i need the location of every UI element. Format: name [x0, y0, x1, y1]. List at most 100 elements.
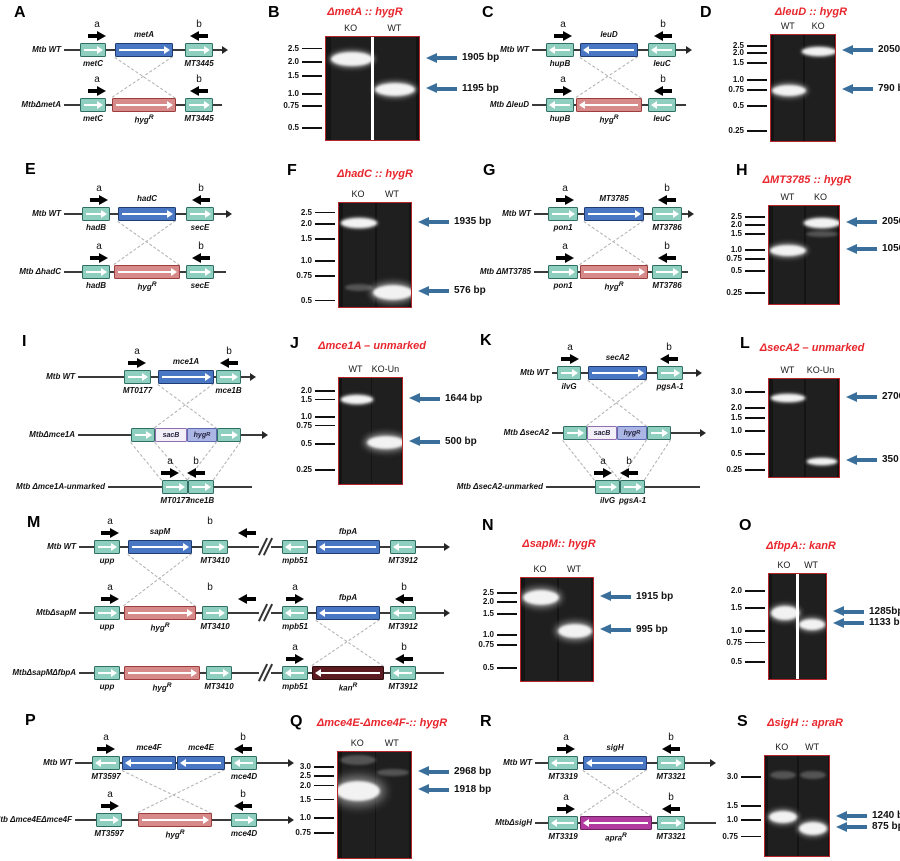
primer-letter: b: [240, 732, 246, 743]
band-size-label: 995 bp: [636, 623, 668, 635]
ladder-label: 2.0: [300, 386, 312, 396]
panel-letter-J: J: [290, 335, 299, 352]
gene-MT3597: [92, 756, 120, 770]
band-arrow-icon: [833, 617, 864, 629]
gene-arrowhead-icon: [179, 483, 185, 491]
gene-arrow-icon: [142, 819, 203, 821]
ladder-label: 2.0: [730, 403, 742, 412]
gene-arrowhead-icon: [248, 816, 254, 824]
strain-label: Mtb ΔsecA2: [503, 428, 549, 437]
ladder-tick-icon: [741, 776, 761, 779]
gene-arrow-icon: [599, 486, 611, 488]
gene-flank: [131, 428, 155, 442]
gel-lane: [341, 752, 375, 858]
gel-lane: [372, 378, 401, 484]
ladder-label: 0.75: [728, 85, 744, 95]
lane-label: KO: [814, 192, 828, 202]
strain-label: Mtb Δmce1A-unmarked: [16, 482, 105, 491]
primer-letter: a: [96, 183, 102, 194]
gene-arrow-icon: [162, 376, 205, 378]
gene-arrow-icon: [589, 822, 648, 824]
primer-letter: b: [196, 74, 202, 85]
recombination-crossover-line: [114, 57, 176, 99]
line-arrowhead-icon: [688, 210, 694, 218]
lane-label: KO: [350, 738, 364, 748]
gene-arrow-icon: [98, 612, 111, 614]
gene-flank: [647, 426, 671, 440]
dna-band: [338, 780, 381, 801]
gene-hygR: [576, 98, 642, 112]
primer-letter: b: [664, 183, 670, 194]
primer-letter: a: [292, 642, 298, 653]
panel-letter-H: H: [736, 162, 748, 179]
gene-arrow-icon: [116, 104, 167, 106]
gene-arrow-icon: [661, 762, 676, 764]
band-size-label: 1918 bp: [454, 783, 492, 795]
gene-arrowhead-icon: [673, 268, 679, 276]
panel-letter-Q: Q: [290, 713, 303, 730]
ladder-tick-icon: [302, 127, 322, 130]
primer-arrow-icon: [238, 594, 256, 604]
primer-arrow-icon: [561, 354, 579, 364]
gene-arrow-icon: [220, 376, 232, 378]
gene-arrowhead-icon: [569, 210, 575, 218]
panel-letter-C: C: [482, 4, 494, 21]
lane-label: WT: [385, 189, 400, 199]
locus-break-icon: [257, 537, 273, 556]
gene-sapM: [128, 540, 192, 554]
ladder-label: 1.0: [287, 88, 299, 98]
primer-arrow-icon: [286, 594, 304, 604]
primer-arrow-icon: [161, 468, 179, 478]
gene-name-label: sacB: [593, 429, 611, 437]
primer-arrow-icon: [128, 358, 146, 368]
gene-arrowhead-icon: [111, 609, 117, 617]
primer-arrow-icon: [192, 253, 210, 263]
band-size-label: 1285bp: [869, 605, 900, 617]
primer-arrow-icon: [557, 804, 575, 814]
gene-name-label: MT3597: [91, 772, 121, 781]
band-size-label: 576 bp: [454, 285, 486, 297]
primer-letter: a: [600, 456, 606, 467]
gel-title-B: ΔmetA :: hygR: [327, 6, 403, 18]
band-arrow-icon: [418, 784, 449, 795]
ladder-label: 1.0: [300, 256, 312, 266]
gene-arrowhead-icon: [393, 669, 399, 677]
primer-arrow-icon: [190, 31, 208, 41]
dna-band: [340, 218, 377, 229]
gene-arrow-icon: [291, 546, 304, 548]
primer-arrow-icon: [662, 804, 680, 814]
strain-label: Mtb WT: [503, 758, 532, 767]
recombination-crossover-line: [130, 442, 162, 481]
gene-upp: [94, 540, 120, 554]
primer-arrow-icon: [234, 744, 252, 754]
ladder-tick-icon: [745, 249, 765, 251]
ladder-tick-icon: [315, 211, 335, 214]
gene-arrowhead-icon: [569, 268, 575, 276]
band-arrow-icon: [833, 606, 864, 617]
gene-arrow-icon: [235, 819, 248, 821]
gene-arrow-icon: [128, 672, 191, 674]
band-size-label: 790 bp: [878, 83, 900, 95]
gene-MT3445: [185, 43, 213, 57]
gene-name-label: MT3410: [204, 682, 234, 691]
ladder-tick-icon: [747, 105, 767, 108]
primer-arrow-icon: [187, 468, 205, 478]
band-size-label: 1133 bp: [869, 617, 900, 629]
dna-band: [375, 83, 416, 96]
gene-hygR: [138, 813, 212, 827]
gene-arrow-icon: [98, 546, 111, 548]
primer-arrow-icon: [220, 358, 238, 368]
ladder-label: 1.5: [730, 413, 742, 422]
gene-metC: [80, 98, 106, 112]
ladder-label: 2.0: [300, 219, 312, 229]
band-arrow-icon: [426, 83, 457, 94]
gene-ilvG: [557, 366, 581, 380]
recombination-crossover-line: [315, 620, 384, 667]
strain-label: Mtb ΔhadC: [19, 267, 61, 276]
ladder-label: 0.5: [300, 295, 312, 305]
primer-arrow-icon: [238, 528, 256, 538]
